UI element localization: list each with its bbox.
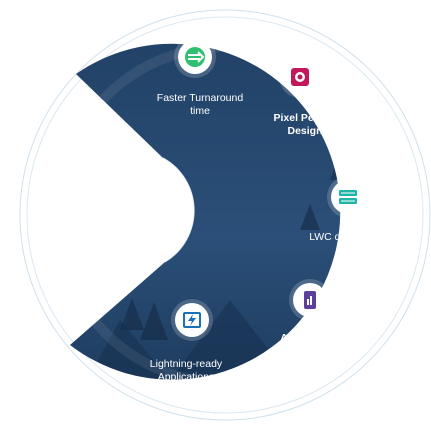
segment-label-lwc-development: LWC development — [309, 231, 395, 243]
tablet-chart-icon — [293, 283, 327, 317]
segment-label-lightning-ready: Lightning-ready Applications — [149, 358, 223, 383]
pixel-design-icon — [283, 60, 317, 94]
outer-ring-line — [26, 16, 424, 414]
segment-label-app-builder: App Builder — [280, 332, 340, 344]
lightning-bolt-icon — [175, 303, 209, 337]
segment-label-faster-turnaround: Faster Turnaround time — [156, 92, 244, 117]
segment-label-pixel-perfect: Pixel Perfect Design — [273, 112, 337, 137]
speed-arrow-icon — [178, 40, 212, 74]
component-stack-icon — [331, 180, 365, 214]
outer-ring-line — [19, 9, 431, 421]
inner-cutout-edge — [162, 157, 195, 263]
